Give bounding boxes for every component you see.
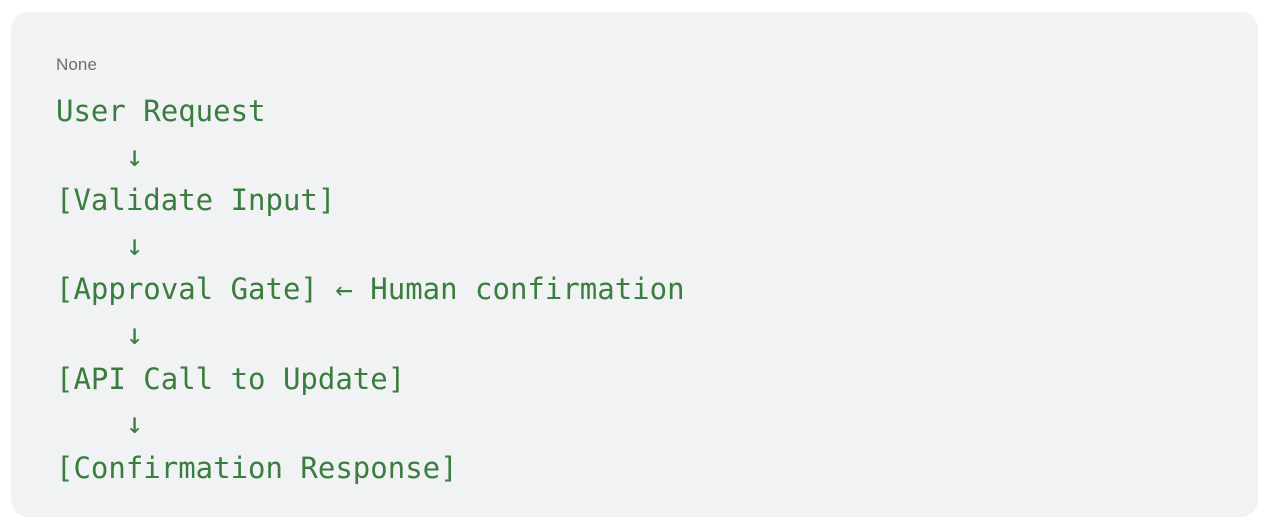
code-language-label: None [56, 55, 98, 74]
code-block-card: None User Request ↓ [Validate Input] ↓ [Ap… [11, 12, 1258, 517]
code-content[interactable]: User Request ↓ [Validate Input] ↓ [Approva… [56, 89, 685, 490]
code-line-arrow-down: ↓ [56, 316, 144, 351]
code-line: [API Call to Update] [56, 361, 406, 396]
code-line-arrow-down: ↓ [56, 227, 144, 262]
code-line-arrow-down: ↓ [56, 406, 144, 441]
code-line: [Validate Input] [56, 183, 336, 218]
code-line-arrow-down: ↓ [56, 138, 144, 173]
code-line: [Approval Gate] ← Human confirmation [56, 272, 685, 307]
code-line: User Request [56, 94, 266, 128]
code-line: [Confirmation Response] [56, 450, 458, 485]
